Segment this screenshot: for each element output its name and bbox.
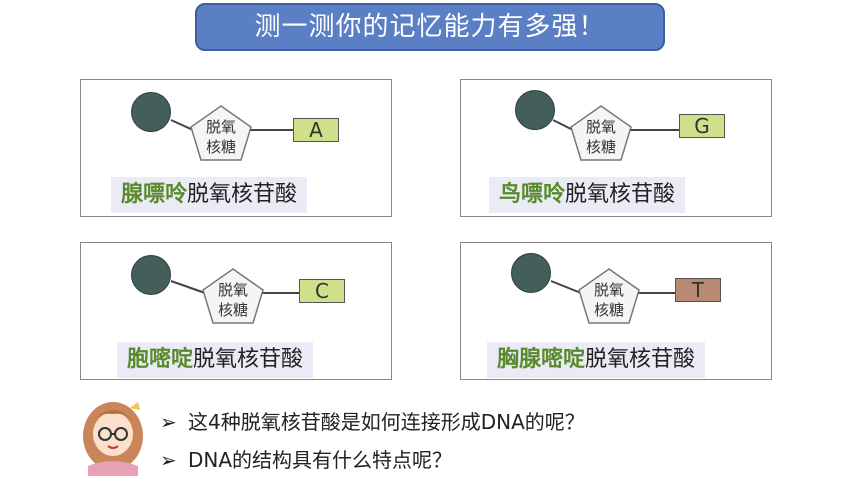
nucleotide-name: 胞嘧啶脱氧核苷酸 bbox=[117, 342, 314, 378]
base-box: G bbox=[679, 114, 725, 138]
nucleotide-card-g: 脱氧核糖 G 鸟嘌呤脱氧核苷酸 bbox=[460, 79, 772, 217]
nucleotide-name: 腺嘌呤脱氧核苷酸 bbox=[111, 177, 308, 213]
base-box: A bbox=[293, 118, 339, 142]
page-title: 测一测你的记忆能力有多强！ bbox=[195, 3, 665, 51]
nucleotide-card-a: 脱氧核糖 A 腺嘌呤脱氧核苷酸 bbox=[80, 79, 392, 217]
nucleotide-card-c: 脱氧核糖 C 胞嘧啶脱氧核苷酸 bbox=[80, 242, 392, 380]
nucleotide-name: 胸腺嘧啶脱氧核苷酸 bbox=[487, 342, 706, 378]
phosphate-group bbox=[131, 255, 171, 295]
nucleotide-diagram bbox=[170, 105, 293, 161]
deoxyribose-label: 脱氧核糖 bbox=[217, 281, 248, 319]
arrow-bullet-icon: ➢ bbox=[160, 448, 177, 472]
base-box: T bbox=[675, 278, 721, 302]
phosphate-group bbox=[515, 90, 555, 130]
nucleotide-diagram bbox=[170, 268, 299, 324]
nucleotide-name: 鸟嘌呤脱氧核苷酸 bbox=[489, 177, 686, 213]
question-1: ➢这4种脱氧核苷酸是如何连接形成DNA的呢？ bbox=[160, 410, 585, 434]
deoxyribose-label: 脱氧核糖 bbox=[205, 118, 236, 156]
question-2: ➢DNA的结构具有什么特点呢？ bbox=[160, 448, 453, 472]
nucleotide-diagram bbox=[552, 105, 679, 161]
nucleotide-diagram bbox=[550, 268, 675, 324]
deoxyribose-label: 脱氧核糖 bbox=[593, 281, 624, 319]
thinking-girl-illustration bbox=[83, 402, 143, 476]
phosphate-group bbox=[511, 253, 551, 293]
deoxyribose-label: 脱氧核糖 bbox=[585, 118, 616, 156]
phosphate-group bbox=[131, 92, 171, 132]
base-box: C bbox=[299, 279, 345, 303]
arrow-bullet-icon: ➢ bbox=[160, 410, 177, 434]
nucleotide-card-t: 脱氧核糖 T 胸腺嘧啶脱氧核苷酸 bbox=[460, 242, 772, 380]
